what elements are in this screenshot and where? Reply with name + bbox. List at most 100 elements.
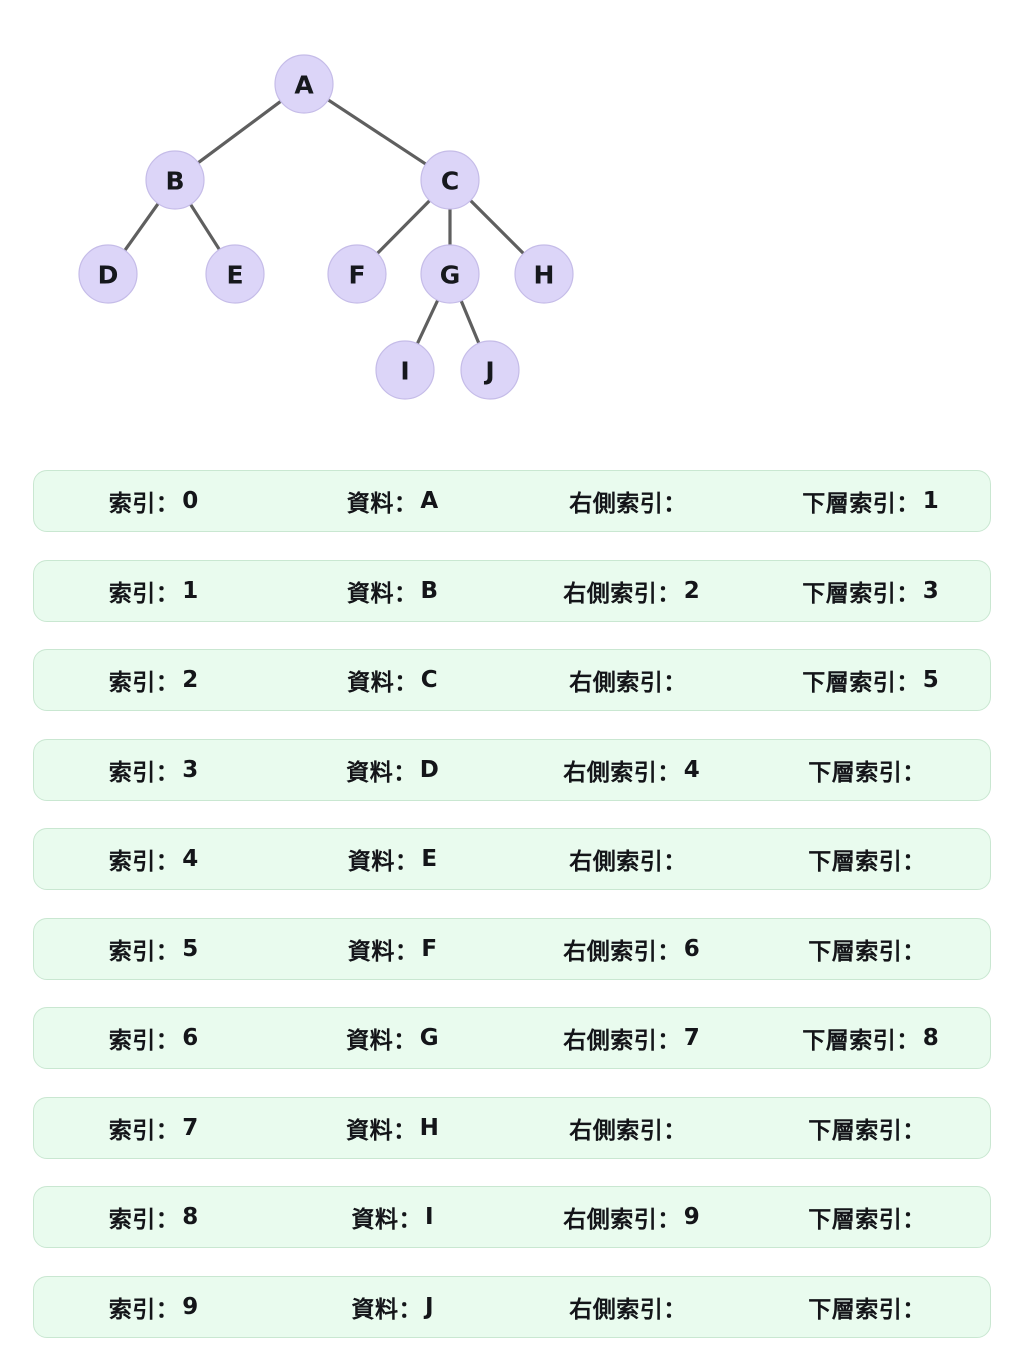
record-label-right-index: 右側索引：: [569, 849, 687, 875]
record-value-index: 7: [182, 1114, 199, 1141]
record-value-index: 9: [182, 1293, 199, 1320]
record-value-index: 4: [182, 846, 199, 872]
record-label-index: 索引：: [108, 580, 180, 607]
record-cell-data: 資料：B: [273, 561, 512, 621]
record-label-index: 索引：: [108, 849, 180, 875]
record-cell-index: 索引：8: [34, 1187, 273, 1247]
record-label-right-index: 右側索引：: [563, 580, 681, 607]
tree-node-e[interactable]: E: [205, 244, 265, 304]
record-label-right-index: 右側索引：: [569, 670, 687, 696]
tree-node-g[interactable]: G: [420, 244, 480, 304]
record-label-index: 索引：: [108, 670, 180, 696]
record-cell-right-index: 右側索引：: [512, 1098, 751, 1158]
tree-node-label-f: F: [348, 261, 365, 290]
tree-edge-c-h: [468, 198, 526, 256]
record-cell-child-index: 下層索引：5: [751, 650, 990, 710]
tree-node-circle-j: [460, 340, 520, 400]
tree-node-label-a: A: [294, 71, 314, 100]
record-label-data: 資料：: [346, 1028, 417, 1054]
record-value-data: E: [421, 846, 438, 872]
tree-node-label-j: J: [483, 357, 494, 386]
record-label-index: 索引：: [108, 1117, 180, 1144]
record-label-child-index: 下層索引：: [808, 1207, 926, 1233]
record-label-data: 資料：: [347, 849, 419, 875]
tree-node-circle-f: [327, 244, 387, 304]
record-row[interactable]: 索引：9 資料：J 右側索引： 下層索引：: [33, 1275, 991, 1338]
record-cell-data: 資料：I: [273, 1187, 512, 1247]
record-value-right-index: 9: [683, 1204, 700, 1230]
record-cell-data: 資料：J: [273, 1277, 512, 1337]
record-cell-child-index: 下層索引：: [751, 1277, 990, 1337]
record-label-right-index: 右側索引：: [569, 491, 687, 517]
record-label-data: 資料：: [346, 580, 418, 607]
tree-edge-a-c: [326, 98, 428, 166]
tree-node-j[interactable]: J: [460, 340, 520, 400]
record-label-data: 資料：: [351, 1296, 422, 1323]
record-value-data: J: [424, 1293, 434, 1320]
record-value-index: 5: [182, 935, 199, 962]
record-cell-child-index: 下層索引：1: [751, 471, 990, 531]
tree-node-label-b: B: [165, 167, 184, 196]
tree-node-i[interactable]: I: [375, 340, 435, 400]
record-label-right-index: 右側索引：: [569, 1296, 687, 1323]
record-cell-right-index: 右側索引：: [512, 650, 751, 710]
record-cell-data: 資料：C: [273, 650, 512, 710]
record-cell-child-index: 下層索引：: [751, 1098, 990, 1158]
tree-node-h[interactable]: H: [514, 244, 574, 304]
record-label-index: 索引：: [108, 1207, 180, 1233]
record-cell-index: 索引：2: [34, 650, 273, 710]
tree-node-circle-i: [375, 340, 435, 400]
tree-edge-g-i: [415, 298, 440, 346]
record-label-child-index: 下層索引：: [808, 849, 926, 875]
tree-node-c[interactable]: C: [420, 150, 480, 210]
tree-node-a[interactable]: A: [274, 54, 334, 114]
record-label-index: 索引：: [108, 491, 180, 517]
record-value-index: 6: [182, 1025, 199, 1051]
record-row[interactable]: 索引：4 資料：E 右側索引： 下層索引：: [33, 828, 991, 890]
record-value-child-index: 8: [922, 1025, 939, 1051]
record-label-child-index: 下層索引：: [808, 938, 926, 965]
record-cell-data: 資料：G: [273, 1008, 512, 1068]
record-label-index: 索引：: [108, 938, 180, 965]
record-cell-right-index: 右側索引：: [512, 1277, 751, 1337]
record-cell-right-index: 右側索引：4: [512, 740, 751, 800]
record-label-child-index: 下層索引：: [802, 580, 920, 607]
record-value-right-index: 6: [683, 935, 700, 962]
tree-node-circle-h: [514, 244, 574, 304]
record-value-data: C: [420, 667, 438, 693]
record-label-data: 資料：: [347, 670, 418, 696]
record-value-index: 2: [182, 667, 199, 693]
record-label-child-index: 下層索引：: [802, 670, 920, 696]
record-value-index: 8: [182, 1204, 199, 1230]
tree-edge-group: [123, 98, 526, 346]
tree-node-circle-e: [205, 244, 265, 304]
record-label-right-index: 右側索引：: [563, 938, 681, 965]
tree-node-circle-c: [420, 150, 480, 210]
record-label-child-index: 下層索引：: [808, 759, 926, 786]
record-label-data: 資料：: [346, 759, 417, 786]
record-cell-child-index: 下層索引：: [751, 919, 990, 979]
record-label-child-index: 下層索引：: [802, 1028, 920, 1054]
tree-node-d[interactable]: D: [78, 244, 138, 304]
record-cell-index: 索引：7: [34, 1098, 273, 1158]
tree-node-f[interactable]: F: [327, 244, 387, 304]
record-cell-right-index: 右側索引：: [512, 471, 751, 531]
record-value-data: A: [420, 488, 439, 514]
record-cell-index: 索引：5: [34, 919, 273, 979]
record-label-index: 索引：: [108, 1296, 180, 1323]
record-cell-right-index: 右側索引：6: [512, 919, 751, 979]
record-cell-index: 索引：6: [34, 1008, 273, 1068]
record-cell-right-index: 右側索引：: [512, 829, 751, 889]
record-value-data: I: [424, 1204, 434, 1230]
tree-node-b[interactable]: B: [145, 150, 205, 210]
